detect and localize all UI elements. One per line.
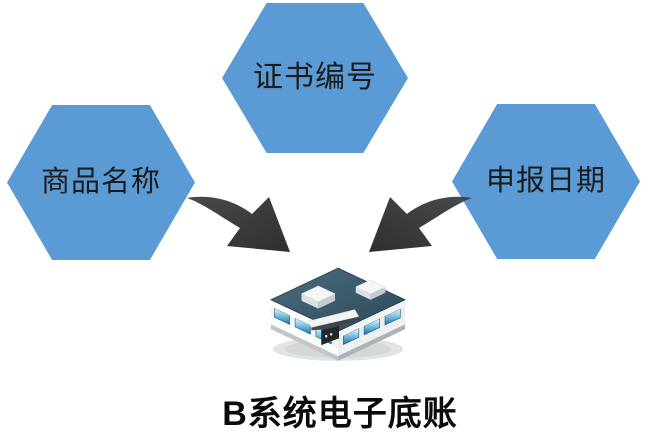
system-title: B系统电子底账	[222, 395, 458, 433]
hexagon-certificate-number: 证书编号	[222, 3, 408, 153]
hexagon-product-name: 商品名称	[7, 105, 195, 260]
warehouse-building-icon	[270, 267, 407, 361]
curved-arrow-right-icon	[369, 196, 472, 252]
hexagon-declaration-date: 申报日期	[452, 104, 640, 259]
hexagon-product-name-label: 商品名称	[40, 166, 161, 198]
hexagon-certificate-number-label: 证书编号	[253, 61, 377, 94]
rooftop-unit-right	[355, 279, 386, 300]
curved-arrow-left-icon	[187, 196, 290, 252]
hexagon-declaration-date-label: 申报日期	[485, 165, 606, 197]
building-canopy	[307, 309, 360, 331]
rooftop-unit-left	[300, 285, 336, 309]
